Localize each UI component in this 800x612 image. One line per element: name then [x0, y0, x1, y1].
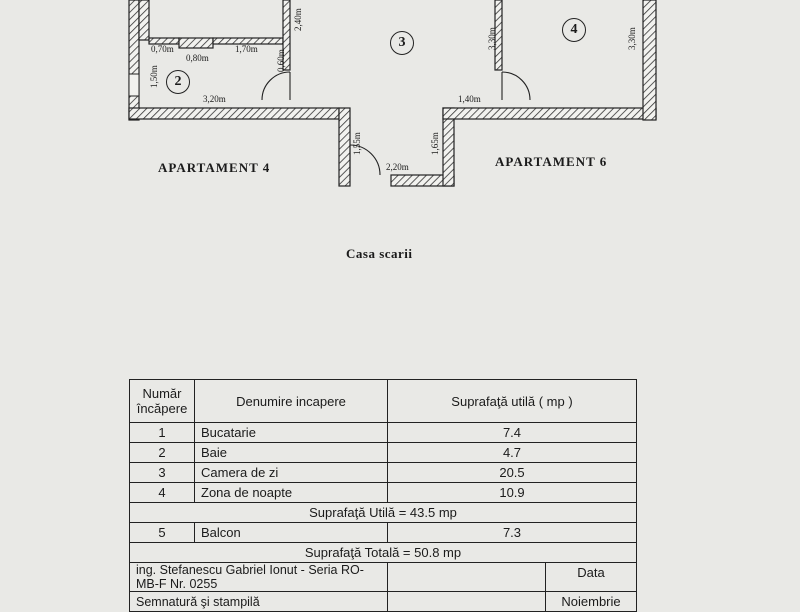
room-area-table: Număr încăpere Denumire incapere Suprafa… — [129, 379, 637, 612]
dimension-label: 3,30m — [487, 27, 497, 50]
door-left-arc — [261, 71, 291, 101]
dimension-label: 0,70m — [151, 44, 174, 54]
dimension-label: 0,60m — [276, 49, 286, 72]
table-header-row: Număr încăpere Denumire incapere Suprafa… — [129, 379, 637, 423]
room-number-4: 4 — [562, 18, 586, 42]
dimension-label: 3,30m — [627, 27, 637, 50]
date-label: Data — [545, 563, 636, 591]
apartment-4-label: APARTAMENT 4 — [158, 160, 271, 175]
door-stair-arc — [349, 144, 381, 176]
date-value-cell: Noiembrie — [387, 591, 637, 612]
date-label-cell: Data — [387, 562, 637, 592]
date-value: Noiembrie — [545, 592, 636, 611]
room-name-cell: Baie — [194, 442, 388, 463]
wall-bottom-left — [128, 107, 340, 120]
wall-bath-top-b — [178, 37, 214, 49]
room-area-cell: 7.3 — [387, 522, 637, 543]
room-number-cell: 5 — [129, 522, 195, 543]
room-number-cell: 2 — [129, 442, 195, 463]
grand-total-row: Suprafaţă Totală = 50.8 mp — [129, 542, 637, 563]
room-area-cell: 10.9 — [387, 482, 637, 503]
window-left — [128, 73, 140, 97]
signature-label: Semnatură şi stampilă — [129, 591, 388, 612]
wall-bottom-right — [442, 107, 657, 120]
signature-row: Semnatură şi stampilă Noiembrie — [129, 591, 637, 612]
dimension-label: 1,50m — [149, 65, 159, 88]
table-row: 4 Zona de noapte 10.9 — [129, 482, 637, 503]
room-number-2: 2 — [166, 70, 190, 94]
apartment-6-label: APARTAMENT 6 — [495, 154, 608, 169]
room-name-cell: Bucatarie — [194, 422, 388, 443]
dimension-label: 0,80m — [186, 53, 209, 63]
wall-right-outer — [642, 0, 657, 121]
dimension-label: 1,70m — [235, 44, 258, 54]
room-number-3: 3 — [390, 31, 414, 55]
table-row: 2 Baie 4.7 — [129, 442, 637, 463]
header-room-area: Suprafaţă utilă ( mp ) — [387, 379, 637, 423]
wall-stair-left — [338, 107, 351, 187]
room-number-cell: 3 — [129, 462, 195, 483]
room-name-cell: Camera de zi — [194, 462, 388, 483]
dimension-label: 1,55m — [352, 132, 362, 155]
stairwell-label: Casa scarii — [346, 246, 413, 261]
useful-area-total: Suprafaţă Utilă = 43.5 mp — [129, 502, 637, 523]
wall-partition-left — [282, 0, 291, 71]
dimension-label: 1,40m — [458, 94, 481, 104]
floor-plan-drawing — [128, 0, 657, 187]
room-name-cell: Zona de noapte — [194, 482, 388, 503]
wall-stair-right — [442, 107, 455, 187]
wall-partition-right — [494, 0, 503, 71]
room-number-cell: 1 — [129, 422, 195, 443]
total-area: Suprafaţă Totală = 50.8 mp — [129, 542, 637, 563]
room-name-cell: Balcon — [194, 522, 388, 543]
room-area-cell: 20.5 — [387, 462, 637, 483]
useful-total-row: Suprafaţă Utilă = 43.5 mp — [129, 502, 637, 523]
room-area-cell: 7.4 — [387, 422, 637, 443]
room-area-cell: 4.7 — [387, 442, 637, 463]
header-room-name: Denumire incapere — [194, 379, 388, 423]
door-right-arc — [501, 71, 531, 101]
engineer-row: ing. Stefanescu Gabriel Ionut - Seria RO… — [129, 562, 637, 592]
dimension-label: 3,20m — [203, 94, 226, 104]
balcony-row: 5 Balcon 7.3 — [129, 522, 637, 543]
dimension-label: 2,20m — [386, 162, 409, 172]
header-room-number: Număr încăpere — [129, 379, 195, 423]
table-row: 3 Camera de zi 20.5 — [129, 462, 637, 483]
table-row: 1 Bucatarie 7.4 — [129, 422, 637, 443]
wall-left-outer — [128, 0, 140, 121]
wall-kitchen-right — [138, 0, 150, 41]
dimension-label: 2,40m — [293, 8, 303, 31]
engineer-credentials: ing. Stefanescu Gabriel Ionut - Seria RO… — [129, 562, 388, 592]
dimension-label: 1,65m — [430, 132, 440, 155]
room-number-cell: 4 — [129, 482, 195, 503]
